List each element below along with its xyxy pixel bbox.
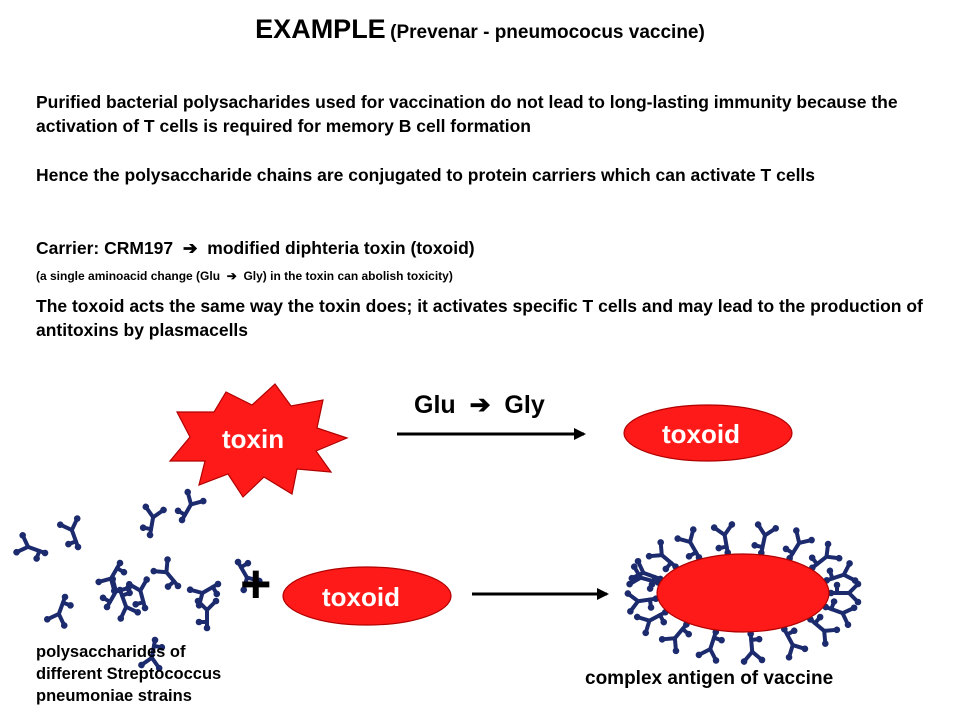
toxoid-ellipse — [623, 404, 793, 462]
carrier-line: Carrier: CRM197 ➔ modified diphteria tox… — [36, 236, 926, 260]
polysaccharide-chain — [633, 608, 669, 637]
polysaccharide-chain — [807, 613, 841, 647]
mutation-to: Gly — [504, 391, 545, 419]
polysaccharide-chain — [139, 503, 167, 539]
poly-caption-line: pneumoniae strains — [36, 687, 192, 705]
arrow-icon: ➔ — [223, 269, 241, 283]
paragraph-1: Purified bacterial polysacharides used f… — [36, 92, 898, 136]
page-title: EXAMPLE (Prevenar - pneumococus vaccine) — [0, 14, 960, 45]
polysaccharide-chain — [782, 527, 815, 562]
polysaccharide-caption: polysaccharides of different Streptococc… — [36, 641, 221, 707]
mutation-label: Glu ➔ Gly — [414, 390, 545, 420]
polysaccharide-chain — [194, 597, 220, 632]
polysaccharide-chain — [44, 593, 74, 629]
toxin-starburst — [168, 383, 349, 498]
poly-caption-line: different Streptococcus — [36, 665, 222, 683]
polysaccharide-chain — [138, 636, 166, 672]
paragraph-4: The toxoid acts the same way the toxin d… — [36, 296, 923, 340]
plus-sign: + — [240, 554, 272, 614]
carrier-after: modified diphteria toxin (toxoid) — [207, 238, 475, 258]
polysaccharide-chain — [674, 526, 703, 561]
toxoid-label: toxoid — [662, 419, 740, 449]
arrow-icon: ➔ — [178, 238, 203, 258]
polysaccharide-chain — [13, 532, 49, 562]
polysaccharide-chain — [626, 563, 662, 592]
arrow-icon: ➔ — [462, 391, 498, 419]
note-before: (a single aminoacid change (Glu — [36, 269, 221, 283]
toxoid-ellipse-2 — [282, 566, 452, 626]
polysaccharide-chain — [57, 515, 82, 551]
polysaccharide-chain — [695, 628, 725, 664]
polysaccharide-chain — [781, 625, 809, 661]
polysaccharide-chain — [645, 539, 679, 573]
title-sub: (Prevenar - pneumococus vaccine) — [390, 22, 705, 43]
complex-chains — [624, 521, 862, 665]
polysaccharide-chain — [823, 560, 859, 584]
polysaccharide-chain — [150, 556, 182, 590]
title-main: EXAMPLE — [255, 14, 386, 44]
mutation-from: Glu — [414, 391, 456, 419]
paragraph-2: Hence the polysaccharide chains are conj… — [36, 165, 816, 185]
polysaccharide-chains — [13, 488, 263, 672]
note-after: Gly) in the toxin can abolish toxicity) — [243, 269, 453, 283]
polysaccharide-chain — [740, 630, 766, 665]
polysaccharide-chain — [808, 540, 843, 572]
toxin-label: toxin — [222, 424, 285, 454]
complex-caption: complex antigen of vaccine — [585, 668, 834, 689]
complex-carrier-ellipse — [656, 553, 830, 633]
polysaccharide-chain — [822, 598, 858, 629]
toxoid-label-2: toxoid — [322, 582, 400, 612]
polysaccharide-chain — [126, 576, 151, 612]
polysaccharide-chain — [751, 521, 780, 557]
polysaccharide-chain — [116, 586, 141, 622]
toxicity-note: (a single aminoacid change (Glu ➔ Gly) i… — [36, 269, 926, 283]
carrier-before: Carrier: CRM197 — [36, 238, 174, 258]
polysaccharide-chain — [174, 488, 207, 524]
polysaccharide-chain — [710, 521, 736, 556]
polysaccharide-chain — [186, 580, 222, 609]
polysaccharide-chain — [234, 558, 263, 594]
poly-caption-line: polysaccharides of — [36, 643, 186, 661]
polysaccharide-chain — [624, 590, 660, 615]
